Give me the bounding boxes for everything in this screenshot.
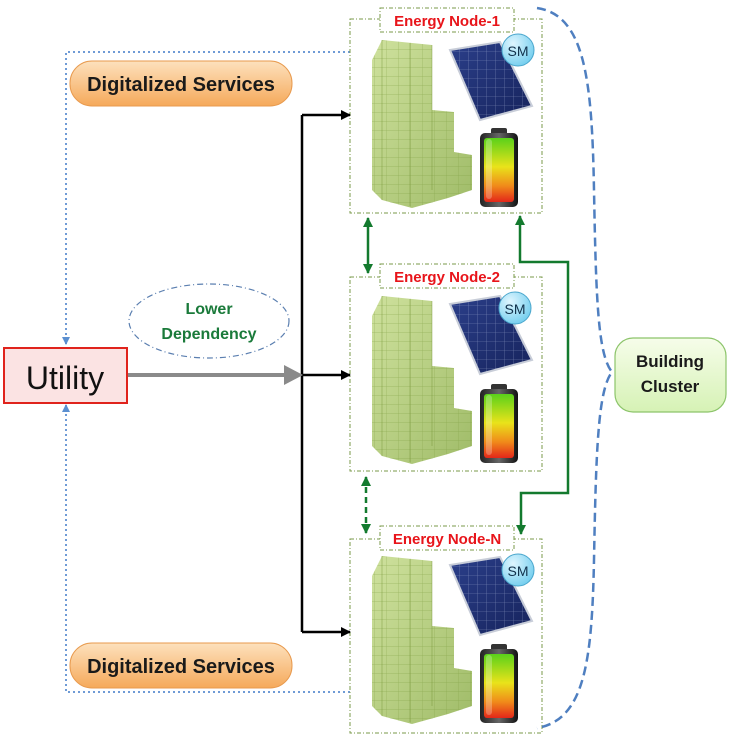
battery-icon — [480, 644, 518, 723]
utility-label: Utility — [26, 360, 104, 396]
peer-exchange-arrows — [361, 215, 570, 535]
smart-meter-icon — [501, 33, 535, 67]
battery-icon — [480, 384, 518, 463]
node-1-meter: SM — [508, 43, 529, 59]
cluster-line2: Cluster — [641, 377, 700, 396]
lower-dependency: Lower Dependency — [128, 283, 290, 359]
distribution-bus — [300, 110, 351, 637]
building-cluster-box: Building Cluster — [614, 337, 727, 413]
node-n-title: Energy Node-N — [393, 531, 501, 548]
services-top-label: Digitalized Services — [87, 74, 275, 96]
dependency-line2: Dependency — [161, 326, 256, 343]
cluster-brace — [536, 6, 614, 730]
service-link-lines — [62, 51, 350, 693]
cluster-line1: Building — [636, 352, 704, 371]
services-bottom-label: Digitalized Services — [87, 656, 275, 678]
energy-node-1: Energy Node-1 SM — [349, 7, 543, 214]
battery-icon — [480, 128, 518, 207]
digitalized-services-top: Digitalized Services — [69, 60, 293, 107]
dependency-line1: Lower — [185, 301, 232, 318]
digitalized-services-bottom: Digitalized Services — [69, 642, 293, 689]
node-n-meter: SM — [508, 563, 529, 579]
node-2-title: Energy Node-2 — [394, 269, 500, 286]
energy-node-n: Energy Node-N SM — [349, 525, 543, 734]
utility-box: Utility — [3, 347, 128, 404]
utility-feed-arrow — [128, 365, 303, 385]
node-1-title: Energy Node-1 — [394, 13, 500, 30]
node-2-meter: SM — [505, 301, 526, 317]
smart-meter-icon — [501, 553, 535, 587]
energy-node-2: Energy Node-2 SM — [349, 263, 543, 472]
